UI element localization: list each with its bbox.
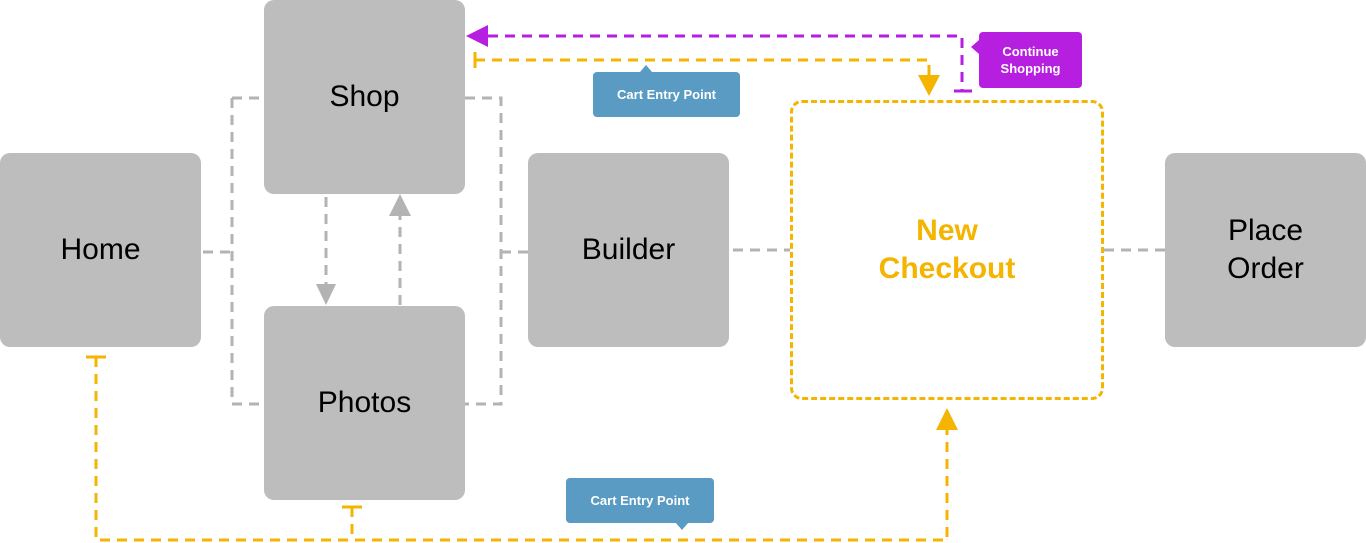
arrowhead-down-to-checkout — [918, 75, 940, 96]
cart-path-top — [475, 58, 931, 78]
cart-entry-point-top-label: Cart Entry Point — [617, 87, 716, 102]
arrowhead-down-to-photos — [316, 284, 336, 305]
callout-pointer-continue — [971, 40, 979, 54]
builder-node[interactable]: Builder — [528, 153, 729, 347]
continue-shopping-callout: Continue Shopping — [979, 32, 1082, 88]
continue-shopping-label: Continue Shopping — [1000, 44, 1061, 76]
cart-entry-point-callout-top: Cart Entry Point — [593, 72, 740, 117]
cart-entry-point-bottom-label: Cart Entry Point — [590, 493, 690, 508]
cart-entry-point-callout-bottom: Cart Entry Point — [566, 478, 714, 523]
link-home-to-shop-photos — [203, 96, 264, 406]
cart-path-bottom — [94, 357, 949, 542]
builder-label: Builder — [581, 233, 676, 266]
shop-label: Shop — [329, 80, 400, 113]
new-checkout-node[interactable]: New Checkout — [790, 100, 1104, 400]
place-order-label: Place Order — [1227, 214, 1304, 285]
arrowhead-up-to-checkout — [936, 408, 958, 430]
link-shop-photos-to-builder — [465, 96, 528, 406]
callout-pointer-top — [640, 65, 652, 72]
arrowhead-left-to-shop — [466, 25, 488, 47]
arrowhead-up-to-shop — [389, 194, 411, 216]
photos-node[interactable]: Photos — [264, 306, 465, 500]
new-checkout-label: New Checkout — [878, 214, 1016, 285]
home-label: Home — [60, 233, 141, 266]
shop-node[interactable]: Shop — [264, 0, 465, 194]
callout-pointer-bottom — [675, 522, 689, 530]
home-node[interactable]: Home — [0, 153, 201, 347]
place-order-node[interactable]: Place Order — [1165, 153, 1366, 347]
photos-label: Photos — [317, 386, 412, 419]
continue-path — [488, 34, 964, 91]
